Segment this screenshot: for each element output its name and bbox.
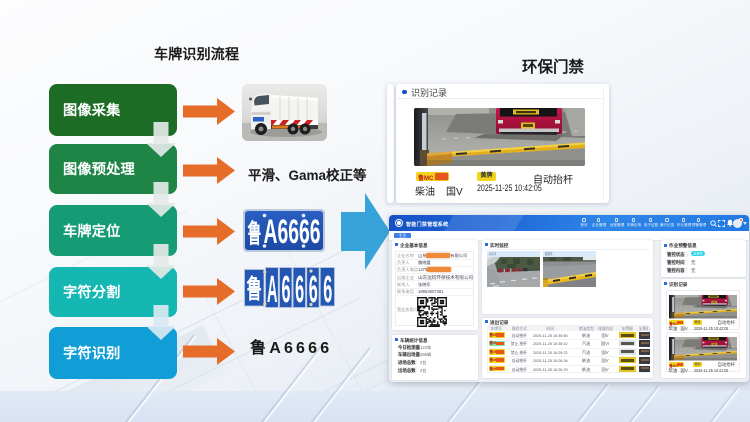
- svg-text:6: 6: [309, 269, 318, 308]
- svg-text:6: 6: [295, 269, 304, 308]
- svg-text:鲁: 鲁: [247, 274, 263, 304]
- svg-text:6: 6: [323, 269, 332, 308]
- svg-text:6: 6: [282, 269, 291, 308]
- svg-text:A6666: A6666: [264, 213, 321, 251]
- svg-text:鲁: 鲁: [248, 219, 262, 249]
- svg-text:A: A: [267, 269, 278, 308]
